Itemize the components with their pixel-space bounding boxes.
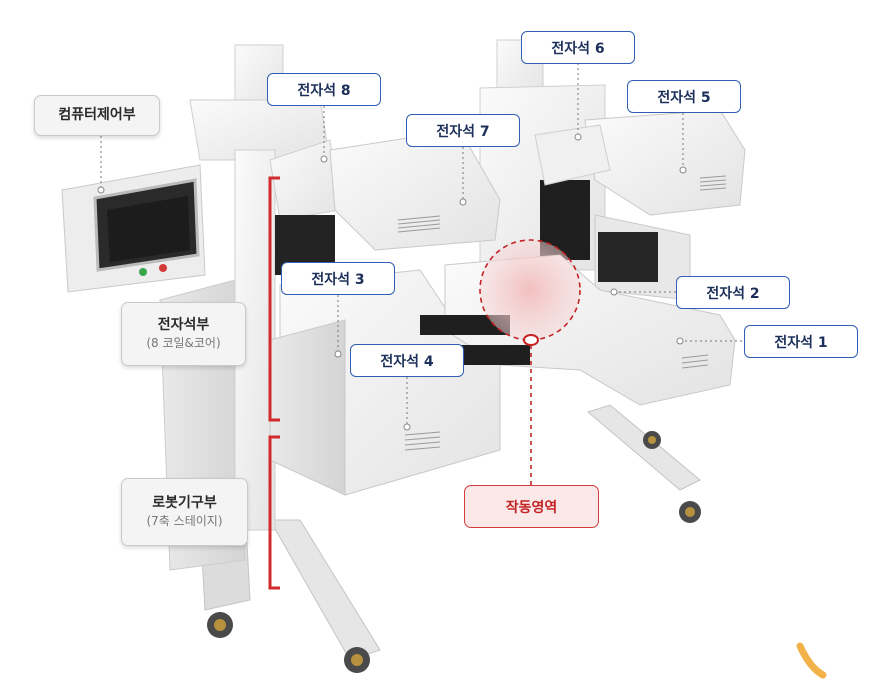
- section-brackets: [268, 176, 280, 590]
- robot-unit-title: 로봇기구부: [152, 495, 217, 511]
- magnet-8-label: 전자석 8: [267, 73, 381, 106]
- magnet-6-label: 전자석 6: [521, 31, 635, 64]
- caster-wheels: [207, 431, 701, 673]
- magnet-5-label: 전자석 5: [627, 80, 741, 113]
- magnet-7-label: 전자석 7: [406, 114, 520, 147]
- upper-magnets: [269, 109, 746, 275]
- magnet-2-label: 전자석 2: [676, 276, 790, 309]
- magnet-1-label: 전자석 1: [744, 325, 858, 358]
- robot-unit-subtitle: (7축 스테이지): [146, 514, 223, 528]
- magnet-4-label: 전자석 4: [350, 344, 464, 377]
- computer-control-label: 컴퓨터제어부: [58, 107, 136, 123]
- magnet-unit-box: 전자석부 (8 코일&코어): [121, 302, 246, 366]
- leader-dots: [97, 133, 687, 431]
- magnet-unit-title: 전자석부: [157, 317, 210, 333]
- robot-unit-box: 로봇기구부 (7축 스테이지): [121, 478, 248, 546]
- computer-control-box: 컴퓨터제어부: [34, 95, 160, 136]
- magnet-unit-subtitle: (8 코일&코어): [146, 336, 221, 350]
- work-area-label: 작동영역: [464, 485, 599, 528]
- leader-lines: [100, 63, 744, 425]
- work-area-marker: [479, 239, 581, 485]
- control-panel: [61, 164, 206, 293]
- magnet-3-label: 전자석 3: [281, 262, 395, 295]
- corner-mark-icon: [796, 642, 827, 679]
